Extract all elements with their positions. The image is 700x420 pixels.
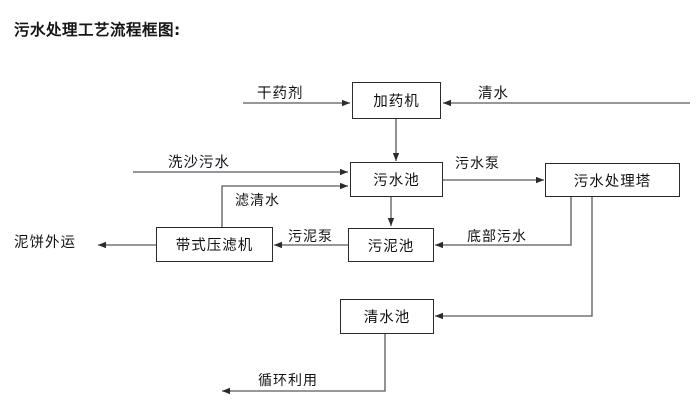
- node-clean-water-pool[interactable]: 清水池: [340, 299, 434, 334]
- node-label: 带式压滤机: [175, 238, 254, 254]
- node-label: 污泥池: [367, 238, 415, 255]
- io-label-clean-water-input: 清水: [478, 86, 509, 102]
- edge-label-bottom-sewage: 底部污水: [467, 229, 527, 245]
- node-wastewater-pool[interactable]: 污水池: [350, 162, 443, 197]
- edge-label-filtered-water: 滤清水: [235, 193, 280, 209]
- page-title: 污水处理工艺流程框图:: [14, 21, 181, 39]
- node-treatment-tower[interactable]: 污水处理塔: [545, 163, 680, 197]
- node-label: 加药机: [373, 94, 420, 110]
- wire-cleanwater-recycle: [222, 334, 386, 395]
- io-label-sand-wash-sewage: 洗沙污水: [168, 155, 230, 171]
- node-label: 污水处理塔: [573, 173, 652, 190]
- node-belt-filter-press[interactable]: 带式压滤机: [156, 227, 273, 262]
- io-label-mud-cake-transport: 泥饼外运: [14, 235, 76, 251]
- wire-tower-to-cleanwater: [435, 196, 593, 320]
- edge-label-sewage-pump: 污水泵: [455, 156, 500, 172]
- node-label: 污水池: [373, 173, 420, 189]
- edge-label-recycle-reuse: 循环利用: [258, 373, 318, 389]
- edge-label-sludge-pump: 污泥泵: [288, 229, 333, 245]
- node-dosing-machine[interactable]: 加药机: [352, 82, 441, 119]
- node-sludge-pool[interactable]: 污泥池: [348, 228, 434, 262]
- io-label-dry-chemical: 干药剂: [257, 86, 304, 102]
- wire-tower-bottom-to-sludge: [435, 196, 572, 249]
- wire-filterpress-to-wastewater: [221, 182, 348, 227]
- node-label: 清水池: [363, 310, 411, 326]
